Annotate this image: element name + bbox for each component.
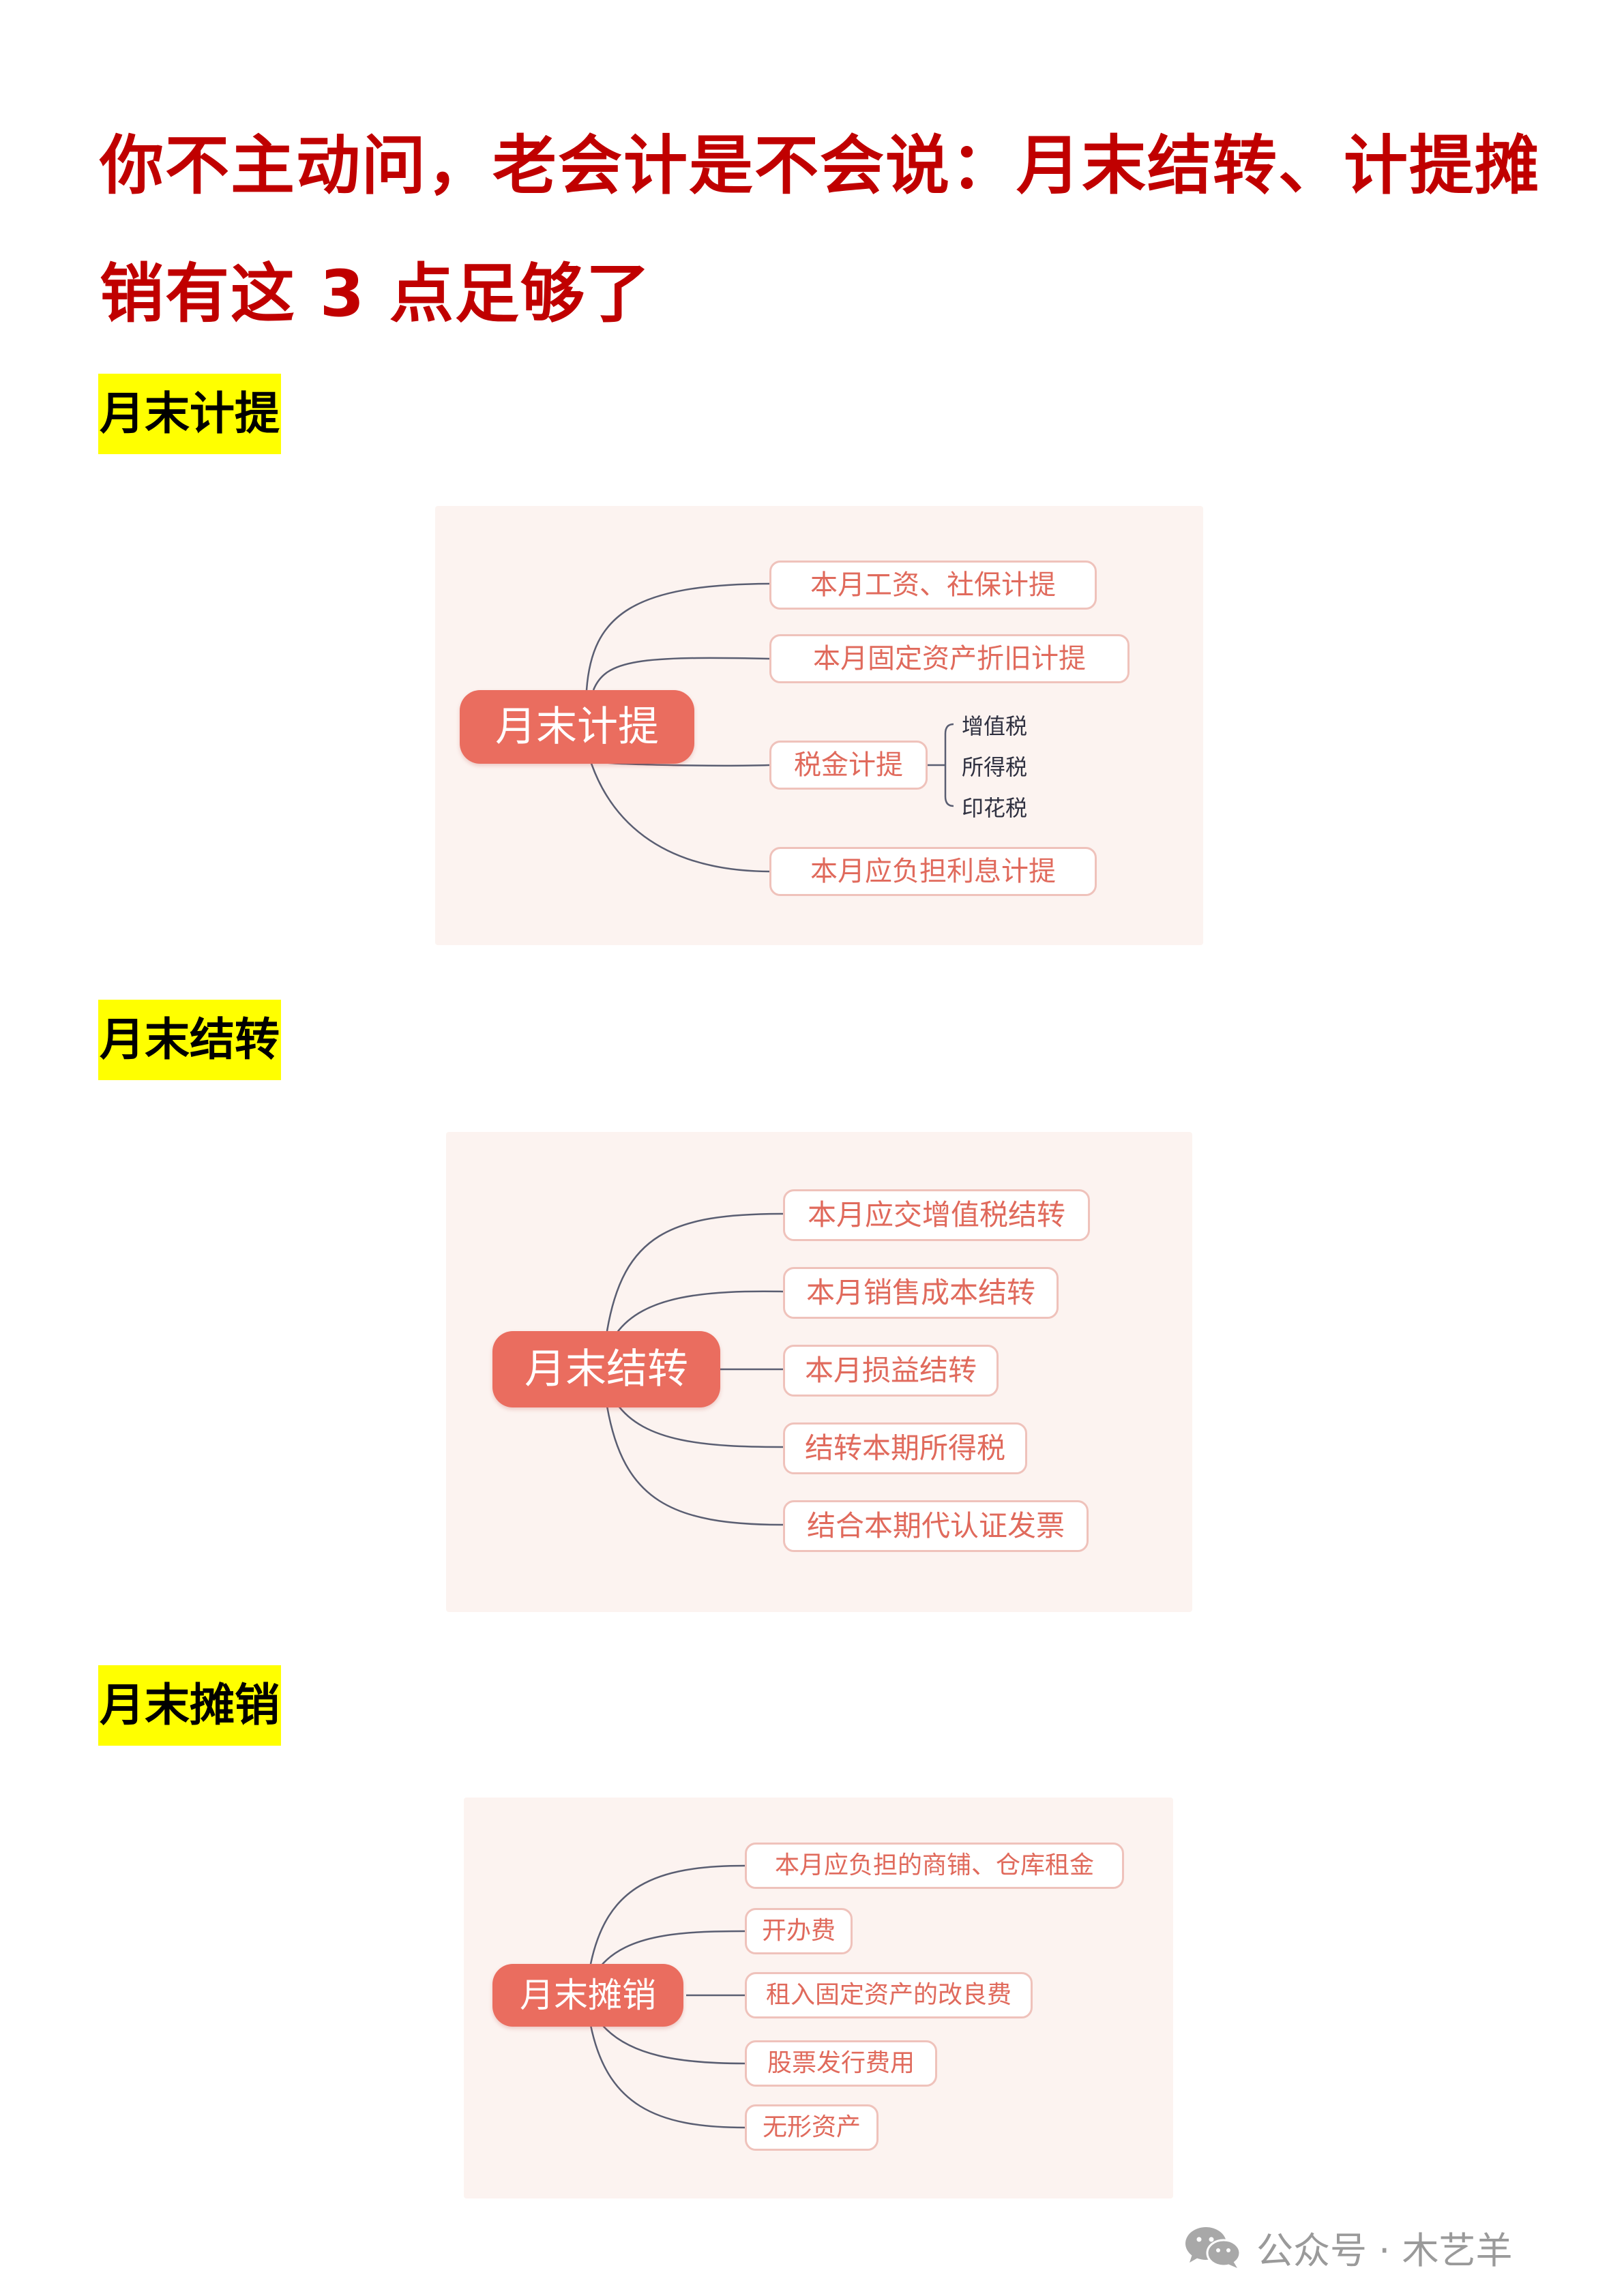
wechat-icon: [1185, 2227, 1241, 2268]
section-heading-carryover: 月末结转: [98, 1000, 281, 1080]
mindmap-branch: 结转本期所得税: [783, 1422, 1027, 1474]
mindmap-branch: 开办费: [745, 1908, 853, 1954]
mindmap-branch: 租入固定资产的改良费: [745, 1972, 1033, 2018]
mindmap-branch: 税金计提: [769, 741, 928, 790]
mindmap-leaf: 印花税: [962, 795, 1028, 821]
mindmap-leaf: 增值税: [962, 713, 1028, 739]
mindmap-links: [606, 1212, 784, 1526]
watermark: 公众号 · 木艺羊: [1184, 2220, 1513, 2274]
mindmap-leaf: 所得税: [962, 754, 1028, 780]
watermark-text: 公众号 · 木艺羊: [1256, 2228, 1513, 2272]
mindmap-branch: 股票发行费用: [745, 2040, 937, 2087]
mindmap-branch: 本月工资、社保计提: [769, 561, 1097, 610]
mindmap-links: [589, 1864, 745, 2129]
mindmap-accrual: 月末计提 本月工资、社保计提 本月固定资产折旧计提 税金计提 增值税 所得税 印…: [435, 506, 1203, 945]
section-heading-amortization: 月末摊销: [98, 1665, 281, 1746]
page-title: 你不主动问，老会计是不会说：月末结转、计提摊销有这 3 点足够了: [100, 129, 1541, 331]
mindmap-branch: 本月应负担利息计提: [769, 847, 1097, 896]
mindmap-root: 月末摊销: [492, 1964, 683, 2027]
mindmap-carryover: 月末结转 本月应交增值税结转 本月销售成本结转 本月损益结转 结转本期所得税 结…: [446, 1132, 1192, 1612]
mindmap-branch: 本月应负担的商铺、仓库租金: [745, 1843, 1124, 1889]
mindmap-branch: 无形资产: [745, 2104, 879, 2151]
mindmap-branch: 结合本期代认证发票: [783, 1500, 1089, 1552]
mindmap-root: 月末计提: [460, 690, 694, 764]
mindmap-branch: 本月损益结转: [783, 1345, 999, 1397]
mindmap-branch: 本月应交增值税结转: [783, 1189, 1090, 1241]
mindmap-amortization: 月末摊销 本月应负担的商铺、仓库租金 开办费 租入固定资产的改良费 股票发行费用…: [464, 1798, 1173, 2198]
mindmap-root: 月末结转: [492, 1331, 720, 1407]
mindmap-branch: 本月固定资产折旧计提: [769, 634, 1130, 683]
section-heading-accrual: 月末计提: [98, 374, 281, 454]
mindmap-branch: 本月销售成本结转: [783, 1267, 1059, 1319]
